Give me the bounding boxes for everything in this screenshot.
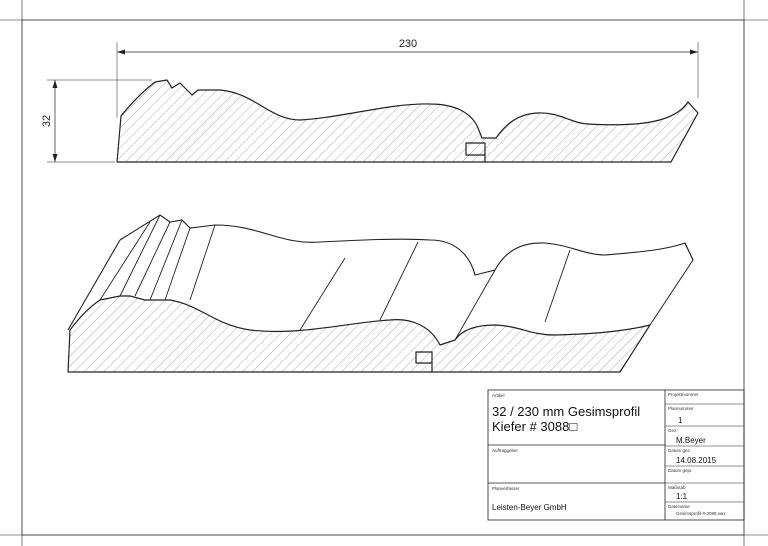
massstab-label: Maßstab [668,485,686,490]
isometric-top-surface [68,215,693,340]
height-dimension-label: 32 [41,115,53,127]
gez-label: Gez. [668,428,678,433]
title-line-1: 32 / 230 mm Gesimsprofil [492,404,640,419]
artikel-label: Artikel [492,393,505,398]
projektnummer-label: Projektnummer [668,392,699,397]
height-dimension: 32 [41,79,152,163]
datum-gez-value: 14.08.2015 [676,456,717,465]
title-block: Artikel 32 / 230 mm Gesimsprofil Kiefer … [487,389,745,521]
profile-isometric-view [67,214,694,373]
plannummer-label: Plannummer [668,406,694,411]
planverfasser-value: Leisten-Beyer GmbH [492,503,567,512]
datum-gepr-label: Datum gepr. [668,468,693,473]
datum-gez-label: Datum gez. [668,448,691,453]
dateiname-label: Dateiname [668,504,690,509]
width-dimension-label: 230 [399,38,417,50]
auftraggeber-label: Auftraggeber [492,448,519,453]
dateiname-value: Gesimsprofil-#-3088.vwx [676,511,726,516]
profile-cross-section [116,79,699,163]
isometric-front-section [67,295,651,373]
isometric-outline [119,214,694,276]
massstab-value: 1:1 [676,492,688,501]
planverfasser-label: Planverfasser [492,486,520,491]
gez-value: M.Beyer [676,436,706,445]
title-line-2: Kiefer # 3088□ [492,419,577,434]
plannummer-value: 1 [678,416,683,425]
